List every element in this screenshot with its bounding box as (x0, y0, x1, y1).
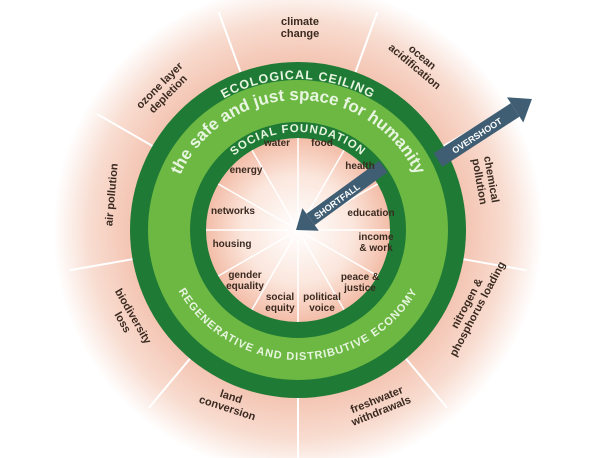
social-foundation-item-line: health (345, 161, 374, 172)
social-foundation-labels: water food health education income& work peac… (211, 138, 395, 314)
inner-divider (302, 238, 345, 311)
social-foundation-item-line: energy (230, 165, 263, 176)
social-foundation-item-line: & work (359, 243, 393, 254)
social-foundation-item: energy (230, 165, 263, 176)
social-foundation-item-line: peace & (341, 272, 379, 283)
inner-divider (217, 234, 290, 277)
inner-divider (217, 183, 290, 226)
social-foundation-item-line: equality (226, 281, 264, 292)
outer-divider (96, 113, 154, 147)
inner-dividers (206, 138, 390, 322)
social-foundation-item-line: social (266, 292, 295, 303)
social-foundation-item-line: income (358, 232, 393, 243)
social-foundation-item-line: voice (309, 303, 335, 314)
social-foundation-item-line: water (263, 138, 290, 149)
social-foundation-item-line: education (347, 208, 394, 219)
ecological-boundary-label-line: air pollution (103, 163, 120, 227)
outer-divider (69, 258, 133, 272)
ecological-boundary-label-line: change (281, 28, 320, 40)
shortfall-arrow-shaft (306, 160, 388, 226)
inner-divider (306, 234, 379, 277)
social-foundation-item-line: equity (265, 303, 295, 314)
social-foundation-item-line: housing (213, 239, 252, 250)
outer-divider (217, 11, 242, 73)
outer-divider (463, 258, 527, 272)
outer-divider (405, 358, 448, 409)
social-foundation-item-line: networks (211, 206, 255, 217)
social-foundation-item: water (263, 138, 290, 149)
social-foundation-item: income& work (358, 232, 393, 254)
ecological-boundary-label-line: climate (281, 16, 319, 28)
social-foundation-item: food (311, 138, 333, 149)
shortfall-arrow-head (296, 208, 319, 231)
inner-divider (302, 149, 345, 222)
inner-divider (251, 149, 294, 222)
overshoot-arrow-shaft (433, 103, 520, 167)
social-foundation-item: peace &justice (341, 272, 379, 294)
social-foundation-item-line: food (311, 138, 333, 149)
social-foundation-item: health (345, 161, 374, 172)
outer-divider (354, 11, 379, 73)
social-foundation-item: housing (213, 239, 252, 250)
social-foundation-item-line: gender (228, 270, 261, 281)
social-foundation-item: networks (211, 206, 255, 217)
inner-divider (251, 238, 294, 311)
social-foundation-item-line: political (303, 292, 341, 303)
social-foundation-item-line: justice (343, 283, 376, 294)
social-foundation-item: education (347, 208, 394, 219)
ecological-boundary-label: air pollution (103, 163, 120, 227)
overshoot-arrow-head (506, 97, 532, 123)
outer-divider (148, 358, 191, 409)
